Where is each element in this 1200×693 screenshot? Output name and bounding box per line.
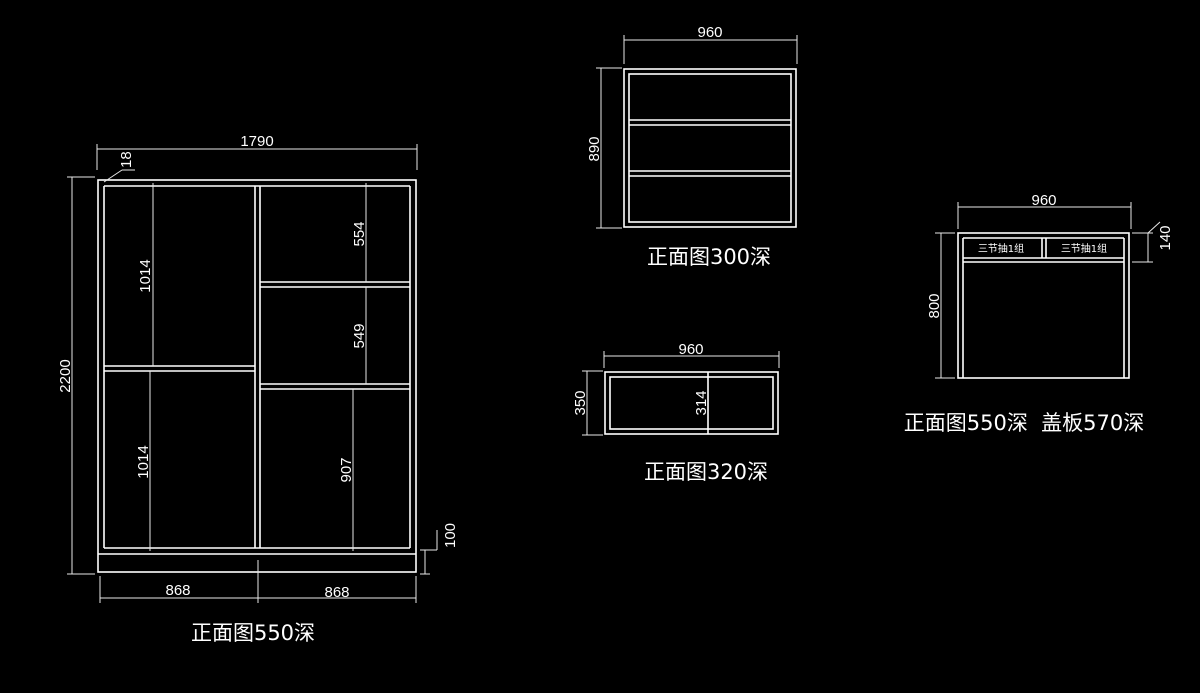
drawer-label-left: 三节抽1组 (978, 242, 1024, 255)
dim-320-height: 350 (572, 390, 589, 415)
dim-right-bottom: 907 (338, 457, 355, 482)
dim-height: 2200 (57, 359, 74, 392)
cabinet-550-caption: 正面图550深 盖板570深 (904, 411, 1145, 435)
dim-320-width: 960 (678, 341, 703, 358)
dim-panel: 18 (118, 151, 135, 168)
drawer-label-right: 三节抽1组 (1061, 242, 1107, 255)
dim-right-mid: 549 (351, 323, 368, 348)
cabinet-300-outline (623, 68, 797, 228)
cabinet-320-elevation: 960 350 314 正面图320深 (572, 341, 780, 484)
cabinet-320-caption: 正面图320深 (644, 460, 768, 484)
dim-width: 1790 (240, 133, 273, 150)
cabinet-300-caption: 正面图300深 (647, 245, 771, 269)
dim-550-height: 800 (926, 293, 943, 318)
wardrobe-elevation: 1790 18 2200 1014 1014 554 549 907 100 (57, 133, 459, 645)
wardrobe-outline (97, 179, 417, 573)
dim-left-lower: 1014 (135, 445, 152, 478)
dim-550-width: 960 (1031, 192, 1056, 209)
dim-550-top: 140 (1157, 225, 1174, 250)
dim-300-width: 960 (697, 24, 722, 41)
dim-320-inner: 314 (693, 390, 710, 415)
dim-left-upper: 1014 (137, 259, 154, 292)
cabinet-550-outline (957, 232, 1130, 379)
dim-base: 100 (442, 523, 459, 548)
dim-right-top: 554 (351, 221, 368, 246)
dim-bottom-right: 868 (324, 584, 349, 601)
wardrobe-caption: 正面图550深 (191, 621, 315, 645)
cabinet-300-elevation: 960 890 正面图300深 (586, 24, 798, 269)
dim-bottom-left: 868 (165, 582, 190, 599)
cabinet-320-outline (604, 371, 779, 435)
cabinet-550-elevation: 三节抽1组 三节抽1组 960 800 140 正面图550深 盖板570深 (904, 192, 1174, 435)
dim-300-height: 890 (586, 136, 603, 161)
